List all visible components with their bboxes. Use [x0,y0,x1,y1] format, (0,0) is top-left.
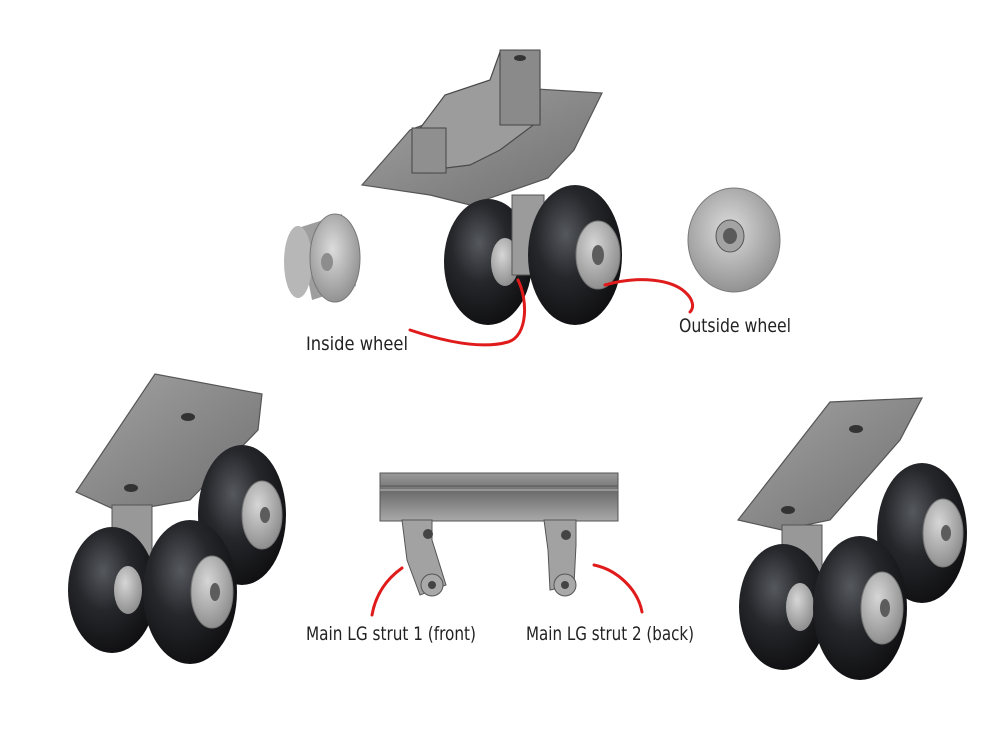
right-inner-wheel [739,544,827,670]
strut-2-bracket [543,519,577,597]
right-wheel-cap [687,187,781,293]
top-outside-wheel [528,185,622,325]
strut1-callout-line [370,566,404,617]
right-front-wheel [813,536,907,680]
outside-wheel-callout-line [603,278,695,314]
top-gear-assembly [360,49,622,325]
top-mount-hole [514,55,526,61]
center-bar [379,472,619,522]
right-gear-assembly [736,397,967,680]
left-inner-wheel [68,527,156,653]
strut2-callout-line [592,563,644,614]
strut2-label: Main LG strut 2 (back) [526,623,694,645]
top-mount-post [499,49,541,126]
left-gear-assembly [68,373,286,664]
right-rear-wheel [877,463,967,603]
left-wheel-cap [284,213,361,303]
strut1-label: Main LG strut 1 (front) [306,623,476,645]
center-strut-assembly [379,472,619,597]
top-side-bracket [411,127,447,174]
strut-1-bracket [401,519,447,597]
inside-wheel-label: Inside wheel [306,333,408,355]
left-front-wheel [143,520,237,664]
inside-wheel-callout-line [408,278,527,347]
outside-wheel-label: Outside wheel [679,315,791,337]
